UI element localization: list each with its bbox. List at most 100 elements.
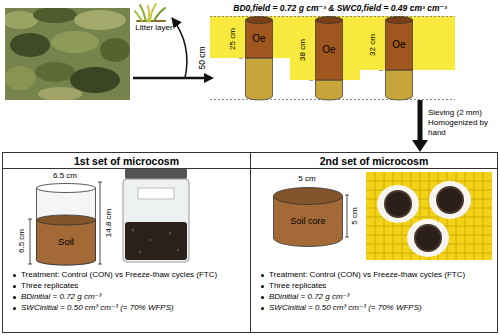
bullet-text: SWCinitial = 0.50 cm³ cm⁻³ (= 70% WFPS) [269,303,422,313]
soil-core-column-outline [245,16,273,100]
mineral-part [386,70,413,100]
basket [366,172,492,260]
arrow-head [204,73,214,83]
dimension-label: 50 cm [198,46,207,69]
grass-blade [154,8,165,21]
panel-heading: 2nd set of microcosm [320,155,429,167]
tissue [429,181,471,219]
jar-photo [123,168,189,262]
microcosm-cylinder-outline [36,183,96,265]
tussock [5,11,38,29]
surface-line [210,16,455,17]
sampling-arrow [133,18,214,83]
bullet-text: Treatment: Control (CON) vs Freeze-thaw … [269,270,465,280]
dimension-label: 6.5 cm [53,172,77,180]
bullet-item: Treatment: Control (CON) vs Freeze-thaw … [11,270,244,280]
soil-label: Soil [58,237,74,247]
cylinder-soil [37,220,96,265]
tissue [407,219,449,257]
bullet-item: BDinitial = 0.72 g cm⁻³ [259,292,491,302]
tussock [5,66,36,90]
dimension-label: 5 cm [298,175,315,183]
soil-core-column-outline [315,16,343,100]
soil-core-column: Oe [385,16,413,100]
litter-removal-arrow [172,18,187,78]
cylinder-rim [37,184,96,193]
bullet-list: Treatment: Control (CON) vs Freeze-thaw … [259,270,491,314]
bullet-dot [13,307,16,310]
bullet-text: BDinitial = 0.72 g cm⁻³ [269,292,349,302]
cylinder-glass [37,188,96,265]
bullet-list: Treatment: Control (CON) vs Freeze-thaw … [11,270,244,314]
core-top [386,17,413,24]
moss-patch [35,62,75,82]
litter-label: Litter layer [135,24,172,32]
horizon-label: Oe [322,45,335,55]
dimension-label: 32 cm [369,34,377,56]
edge-label: Sieving (2 mm) Homogenized by hand [428,108,496,138]
process-arrow [412,100,428,152]
bullet-text: Three replicates [269,281,326,291]
core-top [316,17,343,24]
soil-core-cylinder: Soil core [273,187,343,247]
organic-part [386,20,413,70]
moss-patch [70,67,120,93]
soil-profile: OeOeOe50 cm [210,16,455,100]
soil-speck [177,249,179,251]
bullet-text: SWCinitial = 0.50 cm³ cm⁻³ (= 70% WFPS) [21,303,174,313]
core-top [274,188,343,205]
dimension-line [98,182,102,264]
bullet-item: Treatment: Control (CON) vs Freeze-thaw … [259,270,491,280]
dimension-label: 5 cm [351,207,359,224]
jar-soil [125,222,187,260]
bullet-item: BDinitial = 0.72 g cm⁻³ [11,292,244,302]
tussock [38,87,82,100]
soil-speck [169,232,172,235]
moss-patch [100,38,130,62]
bullet-item: Three replicates [11,281,244,291]
mineral-part [316,80,343,100]
jar-lid [125,168,187,179]
soil-core-column-outline [385,16,413,100]
soil-core-photo [415,225,441,251]
dimension-line [28,219,32,264]
soil-core-label: Soil core [290,217,325,226]
depth-line [210,99,455,100]
bullet-dot [13,296,16,299]
dimension-lines [28,20,383,264]
organic-layer-fill [210,16,455,80]
bullet-text: Three replicates [21,281,78,291]
tussock [51,31,99,53]
moss-patch [10,33,50,57]
soil-core-photo [385,191,411,217]
jar-glass [123,179,189,262]
bullet-item: SWCinitial = 0.50 cm³ cm⁻³ (= 70% WFPS) [259,303,491,313]
soil-speck [139,251,142,254]
organic-part [246,20,273,58]
bullet-item: Three replicates [259,281,491,291]
organic-part [316,20,343,80]
bullet-dot [13,285,16,288]
jar-tag [138,188,174,199]
dimension-label: 25 cm [229,28,237,50]
soil-core-photo [437,187,463,213]
bullet-dot [261,274,264,277]
field-properties: BD0,field = 0.72 g cm⁻³ & SWC0,field = 0… [233,4,447,13]
soil-surface [37,215,96,225]
tundra-photo [5,8,130,100]
bullet-dot [261,296,264,299]
tissue [377,185,419,223]
grass-blade [148,6,149,21]
bullet-text: Treatment: Control (CON) vs Freeze-thaw … [21,270,217,280]
dimension-label: 14.8 cm [105,209,113,237]
basket-grid [366,172,492,260]
panel-heading: 1st set of microcosm [74,155,179,167]
bullet-text: BDinitial = 0.72 g cm⁻³ [21,292,101,302]
soil-speck [132,229,135,232]
dimension-label: 38 cm [299,39,307,61]
dimension-line [345,195,349,237]
arrow-head [412,140,428,152]
tussock [74,10,126,30]
bullet-item: SWCinitial = 0.50 cm³ cm⁻³ (= 70% WFPS) [11,303,244,313]
